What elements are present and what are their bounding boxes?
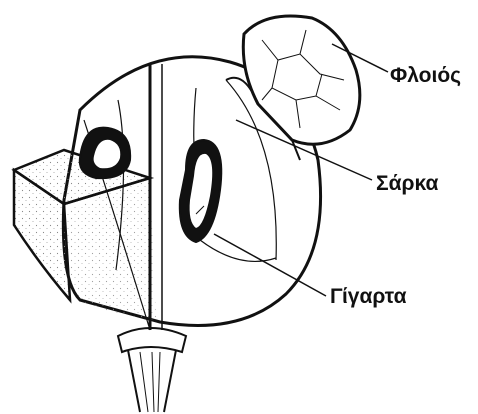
seed-left bbox=[80, 128, 130, 179]
label-seed: Γίγαρτα bbox=[330, 285, 406, 309]
stem bbox=[118, 328, 186, 412]
label-flesh: Σάρκα bbox=[376, 172, 438, 196]
label-skin: Φλοιός bbox=[390, 64, 461, 88]
